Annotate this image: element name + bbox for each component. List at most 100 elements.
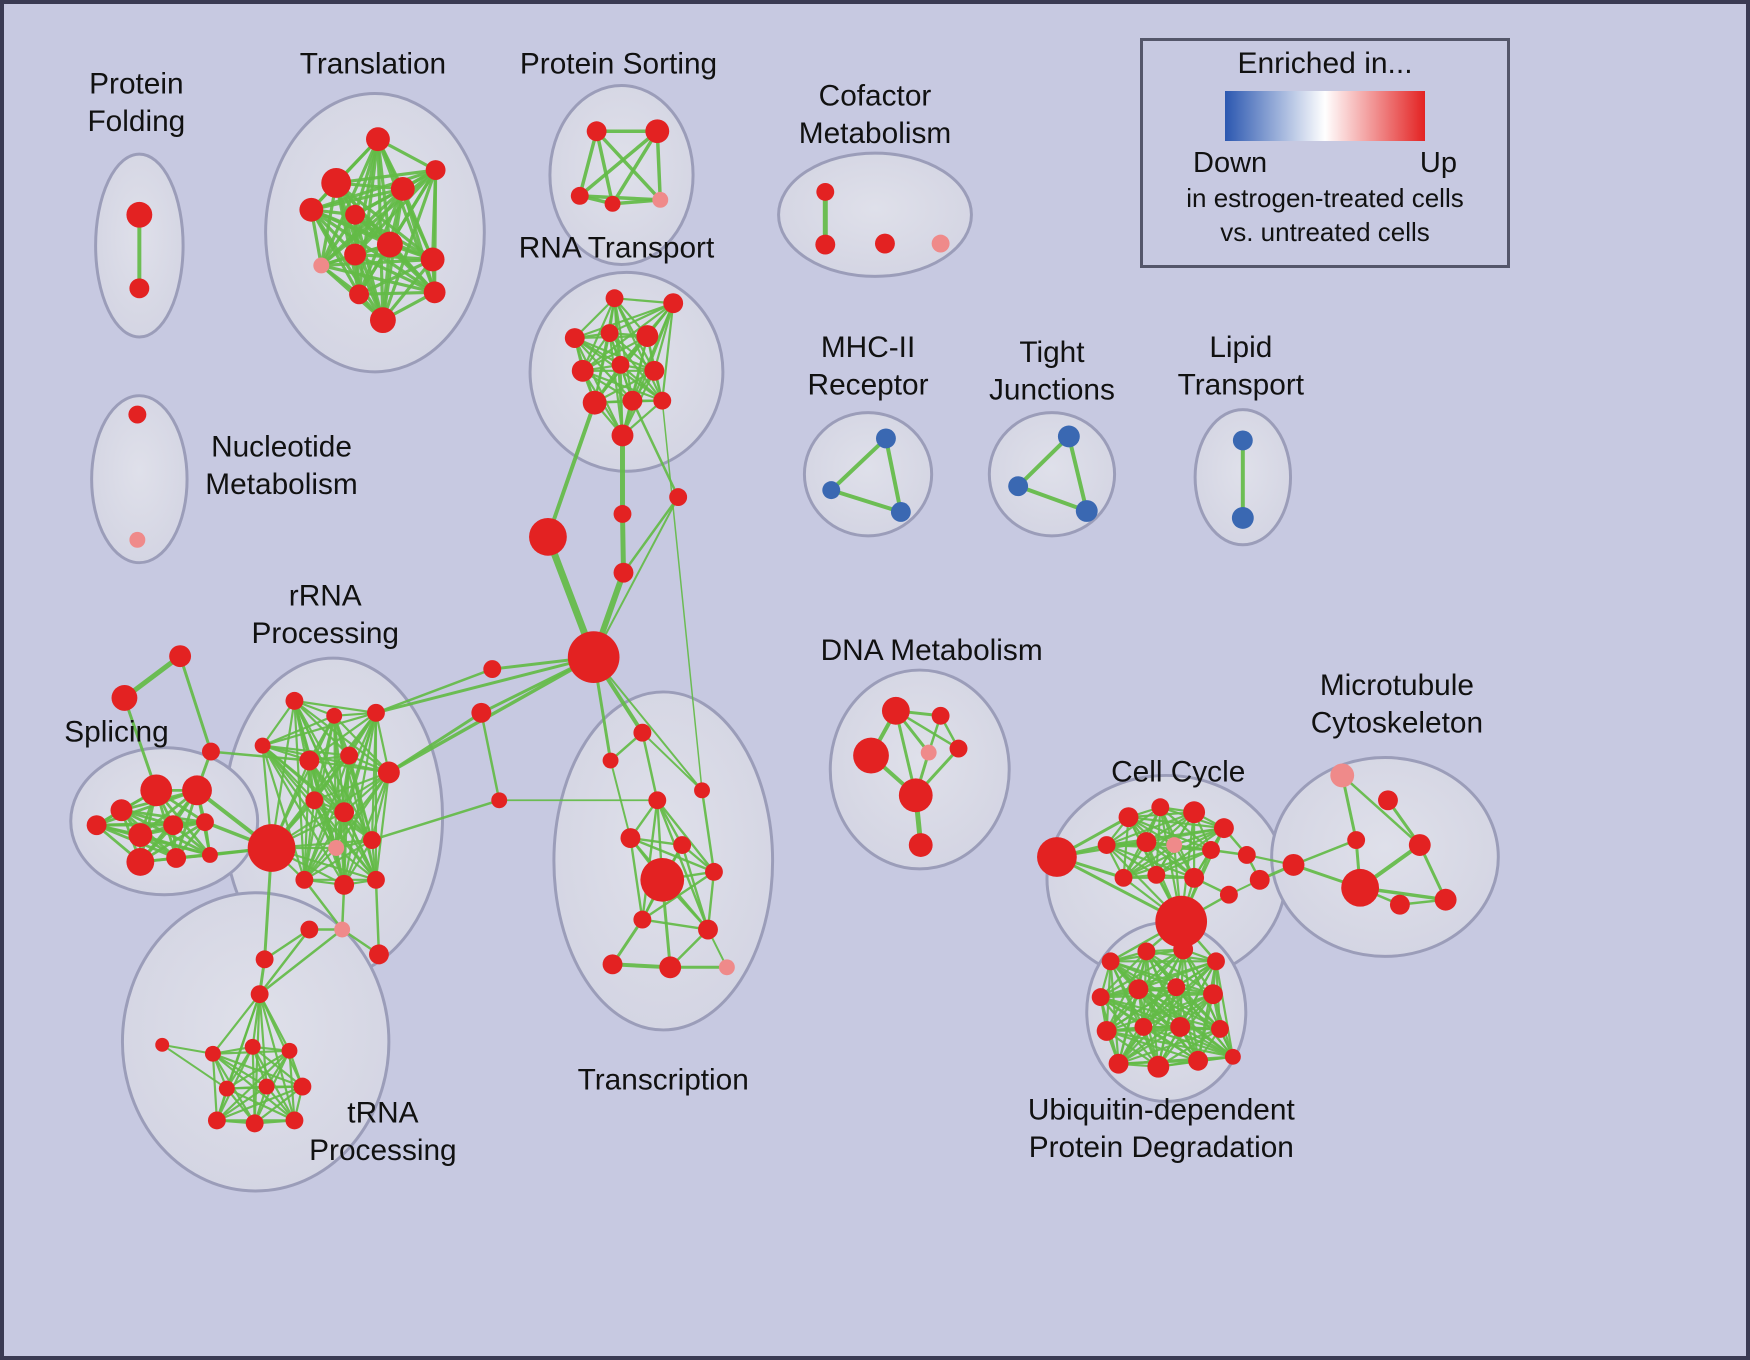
network-node-sp4	[86, 815, 107, 836]
cluster-label: Cofactor	[819, 79, 932, 112]
network-node-rr10	[334, 802, 355, 823]
network-edge	[343, 771, 390, 886]
network-node-dm1	[881, 696, 910, 725]
network-edge	[308, 759, 374, 842]
network-edge	[261, 714, 336, 747]
network-edge	[303, 878, 344, 931]
network-node-ub8	[1203, 984, 1223, 1005]
network-edge	[122, 696, 158, 792]
network-edge	[319, 263, 437, 294]
network-node-rr11	[328, 840, 345, 856]
network-node-nm2	[129, 531, 146, 548]
network-node-rr18	[255, 950, 274, 969]
network-edge	[313, 799, 346, 886]
network-edge	[1099, 950, 1148, 999]
network-edge	[610, 198, 663, 206]
network-edge	[303, 799, 316, 881]
network-node-tc10	[698, 919, 718, 940]
network-edge	[357, 290, 437, 296]
network-edge	[480, 711, 501, 802]
network-node-tc6	[673, 836, 692, 854]
cluster-label: Transcription	[578, 1064, 749, 1097]
network-node-ub7	[1167, 978, 1186, 997]
network-node-tr3	[299, 197, 324, 222]
network-node-cc12	[1147, 865, 1166, 884]
network-node-mc7	[1434, 888, 1457, 911]
network-node-cm3	[875, 233, 895, 254]
network-edge	[1179, 1025, 1234, 1058]
cluster-label: Cell Cycle	[1111, 755, 1245, 788]
network-node-rr14	[334, 874, 355, 895]
network-edge	[1099, 948, 1185, 999]
network-node-rt8	[644, 360, 665, 381]
network-node-tc5	[620, 828, 641, 849]
network-edge	[374, 667, 494, 715]
network-node-cc5	[1213, 818, 1234, 839]
network-edge	[215, 1085, 304, 1122]
network-node-tc13	[718, 959, 735, 976]
network-edge	[1105, 843, 1213, 852]
network-node-ub13	[1108, 1053, 1129, 1074]
network-node-cc16	[1249, 869, 1270, 890]
network-edge	[594, 129, 663, 202]
cluster-dna-metabolism	[828, 668, 1011, 871]
network-node-dm2	[931, 706, 950, 725]
network-node-tr12	[369, 307, 396, 334]
network-edge	[348, 754, 378, 881]
network-node-tn10	[285, 1111, 304, 1130]
cluster-label: Folding	[87, 105, 185, 138]
network-node-tj2	[1008, 476, 1029, 497]
cluster-label: Processing	[309, 1134, 456, 1167]
network-node-ub9	[1096, 1020, 1117, 1041]
network-node-rr12	[363, 831, 381, 849]
network-node-dm7	[908, 833, 933, 857]
network-node-rr19	[368, 944, 389, 965]
cluster-label: Cytoskeleton	[1311, 707, 1483, 740]
cluster-label: Receptor	[808, 369, 929, 402]
network-node-tr5	[390, 176, 415, 201]
cluster-label: Lipid	[1209, 331, 1272, 364]
network-node-tc12	[659, 956, 682, 979]
cluster-label: Ubiquitin-dependent	[1028, 1093, 1296, 1126]
network-edge	[1066, 434, 1089, 513]
network-edge	[261, 744, 338, 850]
network-node-tn11	[155, 1037, 170, 1052]
cluster-label: Nucleotide	[211, 430, 352, 463]
cluster-label: DNA Metabolism	[821, 634, 1043, 667]
network-node-rr15	[367, 870, 385, 889]
network-node-ps2	[645, 119, 670, 144]
network-edge	[573, 336, 634, 402]
network-node-mh1	[875, 428, 896, 449]
network-node-lt2	[1231, 507, 1254, 529]
network-edge	[1105, 806, 1162, 847]
network-node-mc5	[1341, 868, 1380, 907]
network-node-tn3	[244, 1038, 261, 1055]
network-edge	[303, 711, 378, 881]
network-node-ub2	[1137, 942, 1156, 961]
network-node-nm1	[128, 405, 147, 424]
network-node-ub10	[1134, 1018, 1153, 1036]
network-node-sp5	[128, 823, 153, 848]
network-node-cc1	[1037, 837, 1077, 877]
network-edge	[656, 799, 716, 874]
network-node-sp6	[163, 815, 184, 836]
network-node-ub6	[1128, 979, 1149, 1000]
network-edge	[303, 811, 346, 881]
cluster-label: Transport	[1178, 369, 1305, 402]
network-edge	[578, 129, 599, 198]
network-edge	[161, 1043, 214, 1055]
network-edge	[578, 129, 660, 198]
network-edge	[629, 836, 644, 921]
legend-title: Enriched in...	[1237, 47, 1413, 80]
network-edge	[1145, 827, 1226, 844]
network-edge	[370, 799, 501, 842]
network-edge	[263, 928, 311, 961]
network-node-rt7	[611, 355, 630, 374]
network-node-ps5	[652, 191, 669, 208]
network-edge	[374, 655, 596, 715]
network-node-rr13	[295, 870, 314, 889]
network-node-rt6	[571, 359, 594, 382]
network-edge	[334, 168, 438, 185]
network-edge	[641, 918, 710, 931]
network-edge	[1117, 1025, 1182, 1065]
